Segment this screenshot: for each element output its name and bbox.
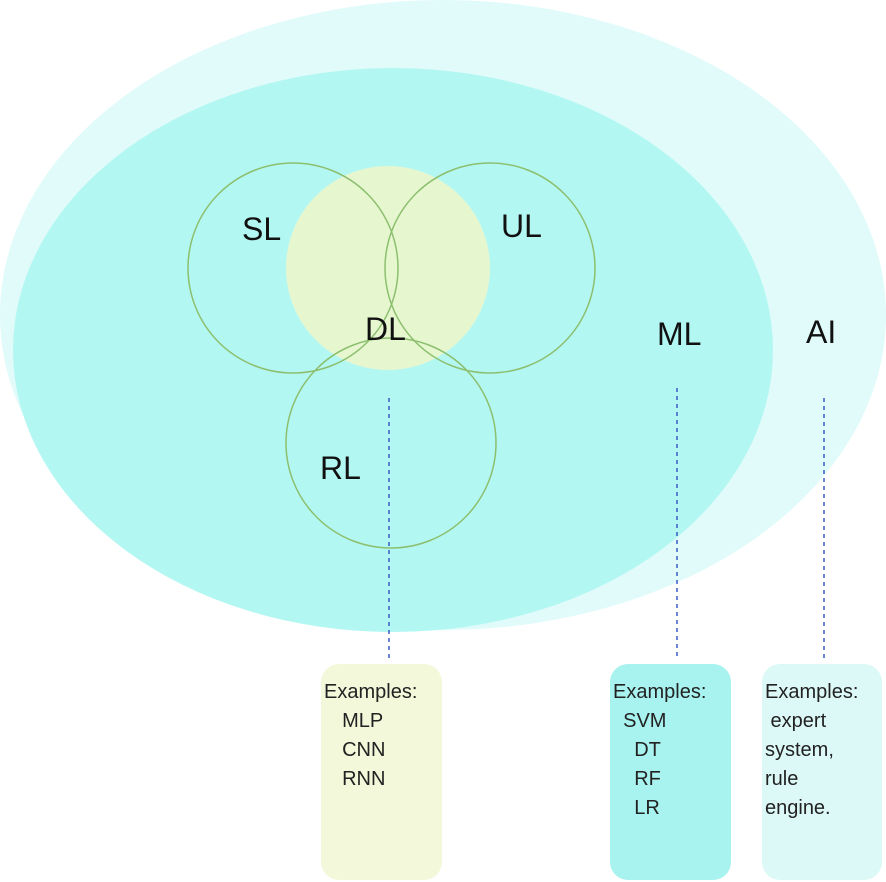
ai-example-item: engine. bbox=[765, 797, 831, 819]
ul-circle bbox=[384, 162, 596, 374]
rl-circle bbox=[285, 337, 497, 549]
ul-label: UL bbox=[501, 208, 542, 244]
ai-example-item: system, bbox=[765, 739, 834, 761]
dl-examples-box: Examples: MLP CNN RNN bbox=[321, 664, 442, 880]
ai-examples-box: Examples: expert system, rule engine. bbox=[762, 664, 882, 880]
dl-example-item: CNN bbox=[331, 739, 386, 761]
dl-example-item: MLP bbox=[331, 710, 384, 732]
dl-example-item: RNN bbox=[331, 768, 386, 790]
ml-example-item: DT bbox=[612, 739, 661, 761]
ml-example-item: RF bbox=[612, 768, 661, 790]
sl-label: SL bbox=[242, 211, 282, 247]
ml-examples-box: Examples: SVM DT RF LR bbox=[610, 664, 731, 880]
ai-example-item: rule bbox=[765, 768, 799, 790]
ml-examples-heading: Examples: bbox=[613, 681, 707, 703]
ai-examples-heading: Examples: bbox=[765, 681, 859, 703]
ml-example-item: SVM bbox=[612, 710, 667, 732]
dl-circle bbox=[286, 166, 490, 370]
ml-label: ML bbox=[657, 316, 702, 352]
ai-label: AI bbox=[806, 314, 837, 350]
ml-example-item: LR bbox=[612, 797, 660, 819]
ai-example-item: expert bbox=[765, 710, 827, 732]
rl-label: RL bbox=[320, 450, 361, 486]
sl-circle bbox=[187, 162, 399, 374]
dl-label: DL bbox=[365, 311, 406, 347]
dl-examples-heading: Examples: bbox=[324, 681, 418, 703]
